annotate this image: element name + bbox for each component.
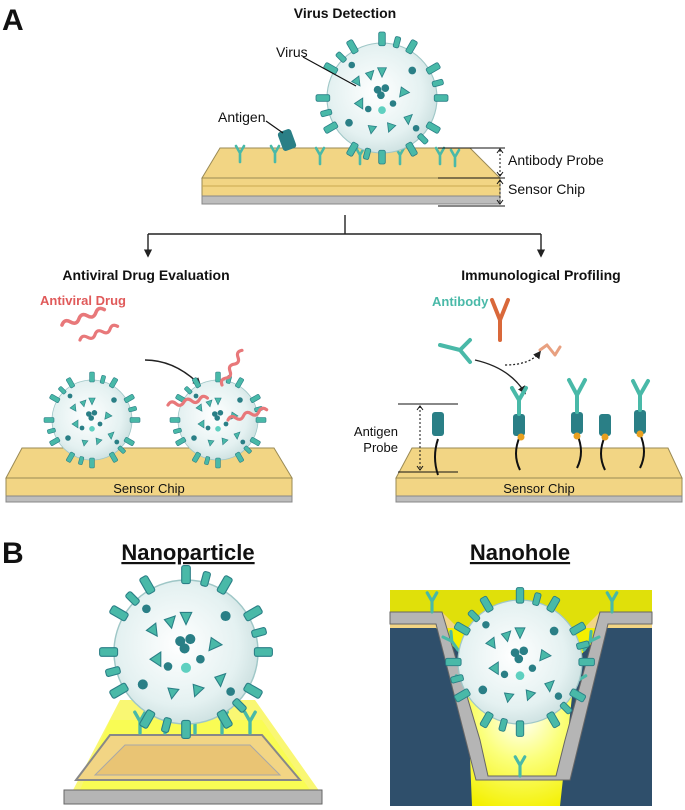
- bound-antibodies: [510, 378, 650, 416]
- immunological-profiling-title: Immunological Profiling: [461, 267, 620, 283]
- antibody-free-teal: [438, 338, 472, 364]
- antibody-label: Antibody: [432, 294, 489, 309]
- nanoparticle-base: [63, 734, 323, 805]
- panel-a-letter: A: [2, 4, 24, 37]
- branch-arrows: [143, 215, 546, 258]
- antigen-probe-dimension: [398, 403, 458, 473]
- sensor-chip-right: [395, 447, 683, 503]
- antigen-probe-heads: [432, 410, 646, 441]
- antibody-fragment: [538, 343, 562, 357]
- antigen-pointer: [265, 120, 284, 134]
- sensor-chip-top: [201, 147, 502, 205]
- nanohole-title: Nanohole: [470, 540, 570, 565]
- virus-top: [316, 32, 448, 164]
- virus-pointer: [302, 56, 357, 87]
- nanoparticle-title: Nanoparticle: [121, 540, 254, 565]
- antigen-glyph: [277, 129, 297, 151]
- sensor-chip-label-left: Sensor Chip: [113, 481, 185, 496]
- sensor-chip-label-right: Sensor Chip: [503, 481, 575, 496]
- antibody-binding-arrow: [474, 359, 526, 395]
- panel-b-letter: B: [2, 537, 24, 570]
- drug-binding-arrow: [144, 359, 202, 387]
- dimension-lines: [438, 147, 505, 207]
- antigen-probe-label-line2: Probe: [363, 440, 398, 455]
- antiviral-drug-label: Antiviral Drug: [40, 293, 126, 308]
- antiviral-evaluation-title: Antiviral Drug Evaluation: [62, 267, 229, 283]
- sensor-chip-label-top: Sensor Chip: [508, 181, 585, 197]
- antigen-probe-label-line1: Antigen: [354, 424, 398, 439]
- virus-label: Virus: [276, 44, 308, 60]
- virus-detection-title: Virus Detection: [294, 5, 396, 21]
- antiviral-drug-free: [59, 305, 121, 344]
- antibody-probe-label: Antibody Probe: [508, 152, 604, 168]
- antigen-label: Antigen: [218, 109, 265, 125]
- dissociation-arrow: [504, 350, 541, 366]
- antibody-free-orange: [490, 298, 510, 342]
